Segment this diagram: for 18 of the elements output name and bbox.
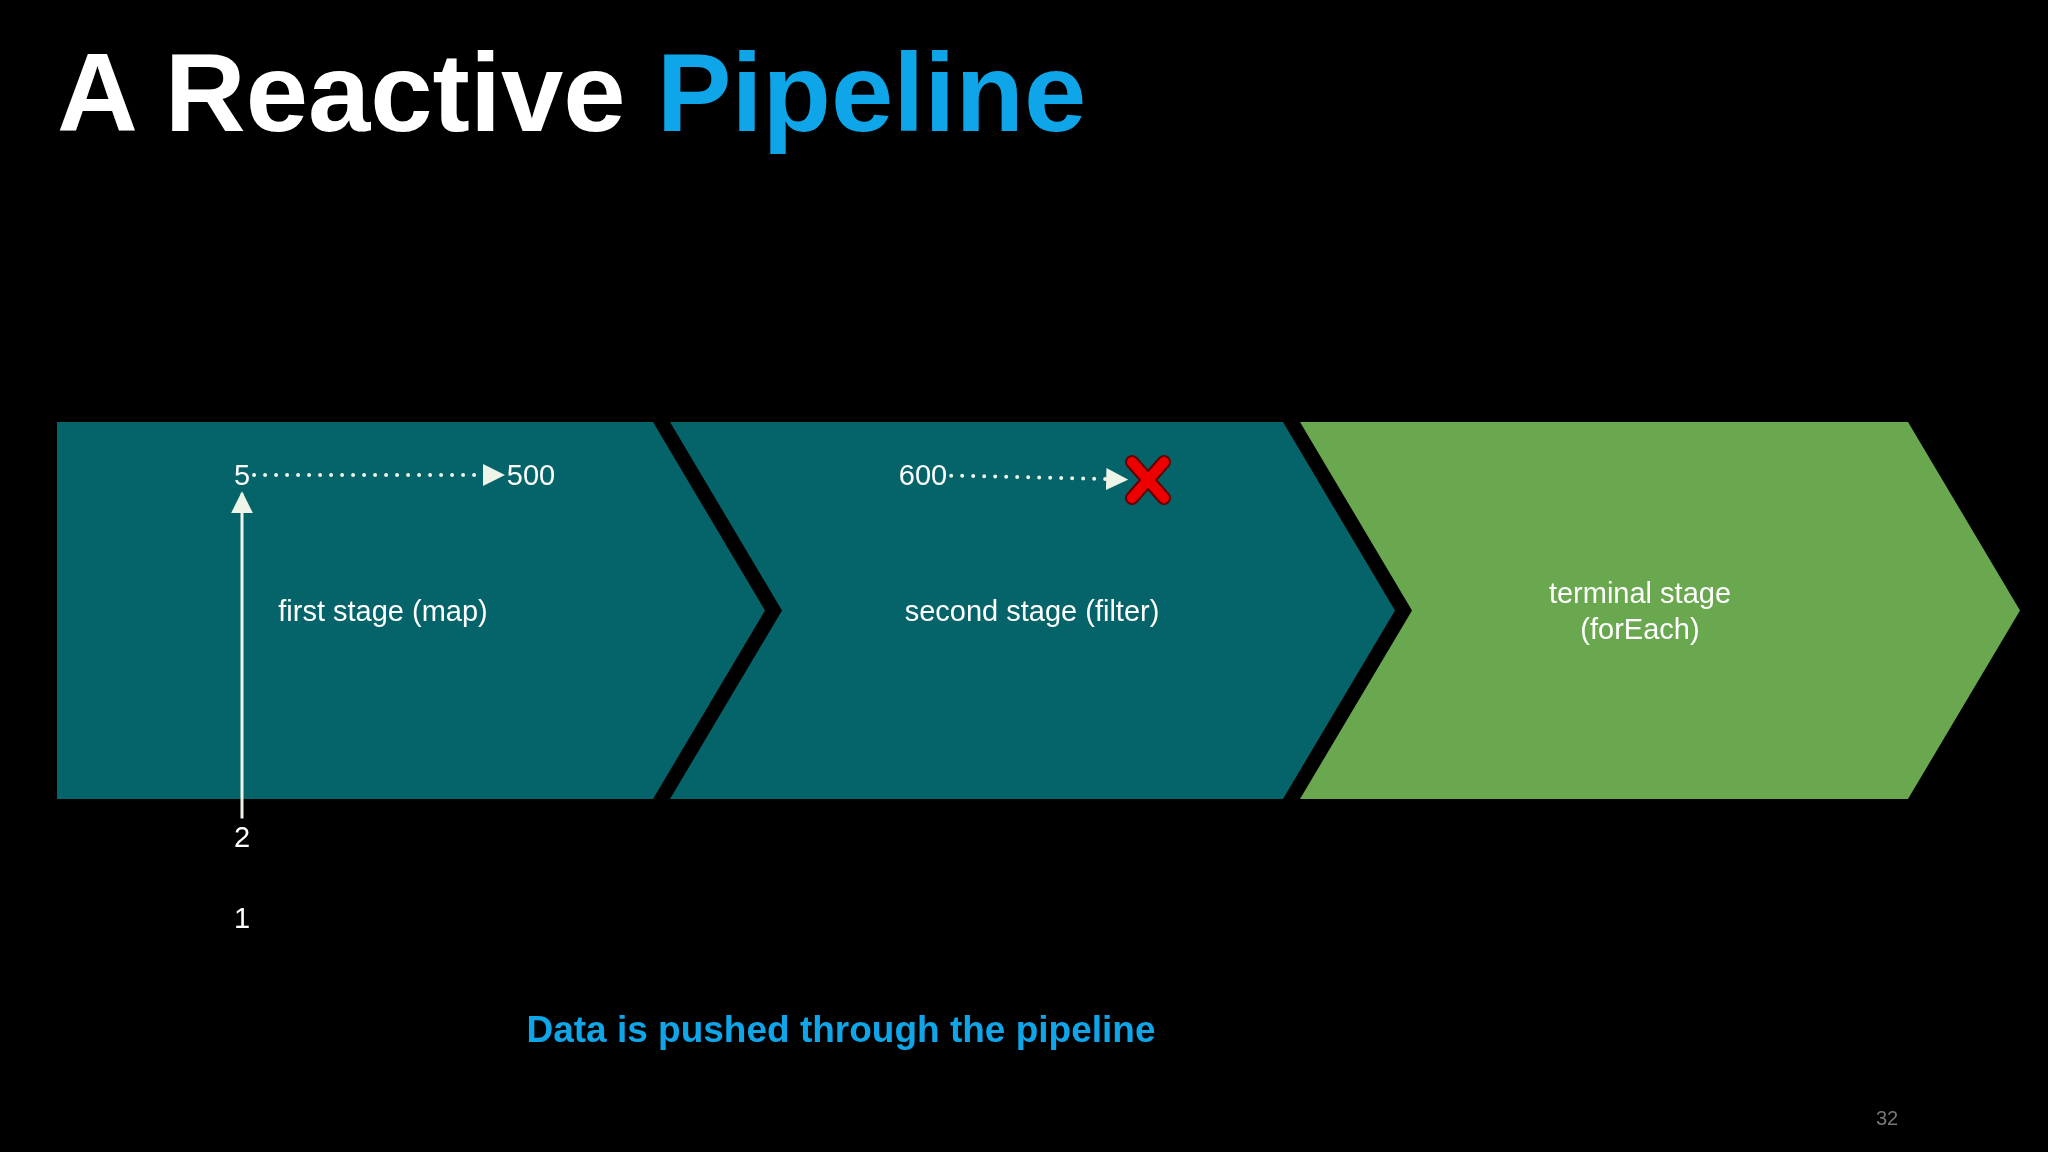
arrow (231, 491, 253, 819)
dotted-arrow (252, 464, 505, 486)
chevron-band (1300, 422, 2020, 799)
value-label: 500 (502, 456, 560, 494)
value-label: 1 (229, 899, 255, 937)
caption: Data is pushed through the pipeline (526, 1009, 1156, 1051)
slide-title: A Reactive Pipeline (57, 29, 1087, 157)
stage-label: terminal stage (forEach) (1547, 575, 1733, 647)
stage-label: first stage (map) (277, 593, 489, 629)
value-label: 600 (894, 456, 952, 494)
chevron-band (670, 422, 1395, 799)
stage-label: second stage (filter) (903, 593, 1161, 629)
chevron-band (57, 422, 765, 799)
cross-mark-icon (1126, 456, 1170, 504)
value-label: 2 (229, 818, 255, 856)
page-number: 32 (1875, 1106, 1899, 1130)
value-label: 5 (229, 456, 255, 494)
dotted-arrow (949, 468, 1129, 491)
